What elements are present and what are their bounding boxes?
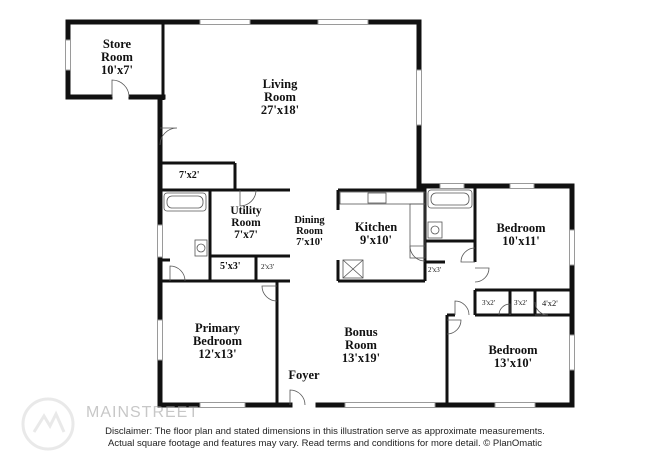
dining-room-name-1: Dining [294, 215, 325, 226]
doors [111, 79, 549, 406]
foyer-label: Foyer [280, 368, 328, 382]
dining-room-name-2: Room [296, 226, 323, 238]
bedroom-lower-name: Bedroom [488, 343, 538, 357]
store-room-name-1: Store [102, 37, 132, 51]
living-room-label: Living Room 27'x18' [235, 77, 325, 118]
living-room-name-1: Living [262, 77, 298, 91]
bonus-room-label: Bonus Room 13'x19' [326, 325, 396, 366]
closet-7x2-label: 7'x2' [179, 170, 200, 181]
bedroom-lower-dims: 13'x10' [493, 356, 533, 371]
store-room-label: Store Room 10'x7' [82, 37, 152, 78]
bedroom-upper-label: Bedroom 10'x11' [486, 221, 556, 249]
foyer-name: Foyer [288, 368, 320, 382]
kitchen-label: Kitchen 9'x10' [342, 220, 410, 248]
bonus-room-name-2: Room [345, 338, 377, 353]
bedroom-lower-label: Bedroom 13'x10' [478, 343, 548, 371]
closet-kitchen-2x3-label: 2'x3' [428, 266, 442, 274]
watermark-logo [21, 397, 75, 451]
kitchen-dims: 9'x10' [360, 233, 392, 248]
bonus-room-name-1: Bonus [344, 325, 378, 339]
primary-bedroom-name-1: Primary [194, 321, 241, 335]
bedroom-upper-dims: 10'x11' [502, 234, 540, 249]
living-room-dims: 27'x18' [260, 103, 300, 118]
living-room-name-2: Room [264, 90, 296, 105]
disclaimer: Disclaimer: The floor plan and stated di… [0, 426, 650, 450]
utility-room-name-2: Room [231, 217, 261, 230]
closet-4x2-label: 4'x2' [542, 298, 558, 308]
disclaimer-line-1: Disclaimer: The floor plan and stated di… [105, 426, 545, 437]
disclaimer-line-2: Actual square footage and features may v… [107, 437, 542, 449]
utility-room-dims: 7'x7' [234, 229, 258, 242]
dining-room-label: Dining Room 7'x10' [282, 215, 337, 248]
store-room-name-2: Room [101, 50, 133, 65]
primary-bedroom-dims: 12'x13' [198, 347, 237, 362]
primary-bedroom-name-2: Bedroom [192, 334, 243, 349]
primary-bedroom-label: Primary Bedroom 12'x13' [180, 321, 255, 362]
utility-room-name-1: Utility [230, 205, 262, 217]
kitchen-name: Kitchen [354, 220, 398, 234]
utility-room-label: Utility Room 7'x7' [216, 205, 276, 241]
closet-3x2-a-label: 3'x2' [482, 299, 496, 307]
fixtures [163, 189, 473, 279]
closet-util-2x3-label: 2'x3' [261, 263, 275, 271]
closet-5x3-label: 5'x3' [220, 261, 241, 272]
closet-3x2-b-label: 3'x2' [514, 299, 528, 307]
store-room-dims: 10'x7' [101, 63, 133, 78]
bonus-room-dims: 13'x19' [341, 351, 381, 366]
dining-room-dims: 7'x10' [296, 237, 323, 249]
interior-walls [160, 22, 572, 405]
watermark-text: MAINSTREET [86, 404, 200, 421]
windows [65, 19, 575, 408]
bedroom-upper-name: Bedroom [496, 221, 546, 235]
